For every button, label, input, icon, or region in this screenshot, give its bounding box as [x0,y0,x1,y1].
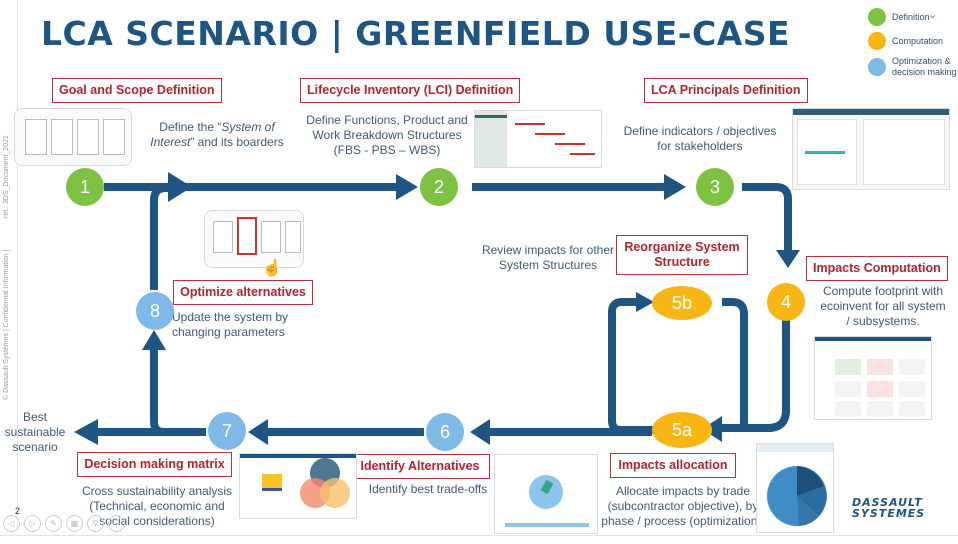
chevron-down-icon[interactable]: ⌄ [928,9,938,21]
bottom-divider [0,535,958,536]
step-5a-title: Impacts allocation [610,453,736,478]
arrowhead [248,419,268,445]
legend-label: Optimization & decision making [892,56,957,77]
pie-chart-thumbnail [756,443,834,533]
slides-icon[interactable]: ▦ [66,515,83,532]
green-dot-icon [868,8,886,26]
arrowhead [776,250,800,268]
pie-chart-icon [767,466,827,526]
step-2-title: Lifecycle Inventory (LCI) Definition [300,78,521,103]
step-1-circle[interactable]: 1 [66,168,104,206]
step-7-description: Cross sustainability analysis(Technical,… [81,484,233,528]
step-6-description: Identify best trade-offs [368,482,488,496]
step-1-description: Define the “System of Interest” and its … [150,120,284,149]
step-6-circle[interactable]: 6 [426,413,464,451]
arrowhead [664,174,686,200]
decision-matrix-thumbnail [239,453,357,519]
system-of-interest-thumbnail [14,108,132,166]
legend-item-computation: Computation [868,32,958,50]
blue-dot-icon [868,58,886,76]
arrowhead [74,419,98,445]
step-3-circle[interactable]: 3 [696,168,734,206]
left-rule [17,0,18,530]
step-2-circle[interactable]: 2 [420,168,458,206]
step-5b-oval[interactable]: 5b [652,286,712,320]
arrow-4-5a [722,318,790,432]
step-4-circle[interactable]: 4 [767,283,805,321]
arrowhead [636,292,654,312]
zoom-icon[interactable]: ⚲ [87,515,104,532]
gantt-thumbnail [474,110,602,168]
legend-item-definition: Definition [868,8,958,26]
radar-chart-thumbnail [494,454,598,534]
optimize-system-thumbnail [204,210,304,268]
step-4-title: Impacts Computation [806,256,948,281]
next-icon[interactable]: ▷ [24,515,41,532]
legend-label: Definition [892,11,930,22]
step-8-circle[interactable]: 8 [136,292,174,330]
step-7-circle[interactable]: 7 [208,412,246,450]
arrow-3-4 [742,183,792,250]
arrowhead [396,174,418,200]
impacts-dashboard-thumbnail [814,336,932,420]
arrowhead [702,416,722,442]
step-5a-oval[interactable]: 5a [652,412,712,448]
prev-icon[interactable]: ◁ [3,515,20,532]
step-3-title: LCA Principals Definition [644,78,808,103]
slide-title: LCA SCENARIO | GREENFIELD USE-CASE [41,14,791,53]
step-5a-description: Allocate impacts by trade(subcontractor … [601,484,765,528]
legend-item-optimization: Optimization & decision making [868,56,958,78]
page-number: 2 [15,506,21,516]
arrowhead [470,419,490,445]
slide-navigation: ◁ ▷ ✎ ▦ ⚲ ⋯ [3,515,125,532]
arrow-5a-5b [608,298,656,434]
step-6-title: Identify Alternatives [350,454,490,479]
legend-label: Computation [892,35,944,46]
step-8-title: Optimize alternatives [173,280,313,305]
orange-dot-icon [868,32,886,50]
step-7-title: Decision making matrix [77,452,232,477]
legend: Definition Computation Optimization & de… [868,8,958,84]
pen-icon[interactable]: ✎ [45,515,62,532]
arrowhead [142,330,166,350]
hand-cursor-icon: ☝ [262,260,282,277]
arrowhead [168,172,192,202]
step-1-title: Goal and Scope Definition [52,78,222,103]
lca-principals-thumbnail [792,108,950,190]
arrow-7-8 [150,350,206,436]
arrow-5b-5a [722,298,748,428]
arrow-8-1 [150,184,180,290]
more-icon[interactable]: ⋯ [108,515,125,532]
